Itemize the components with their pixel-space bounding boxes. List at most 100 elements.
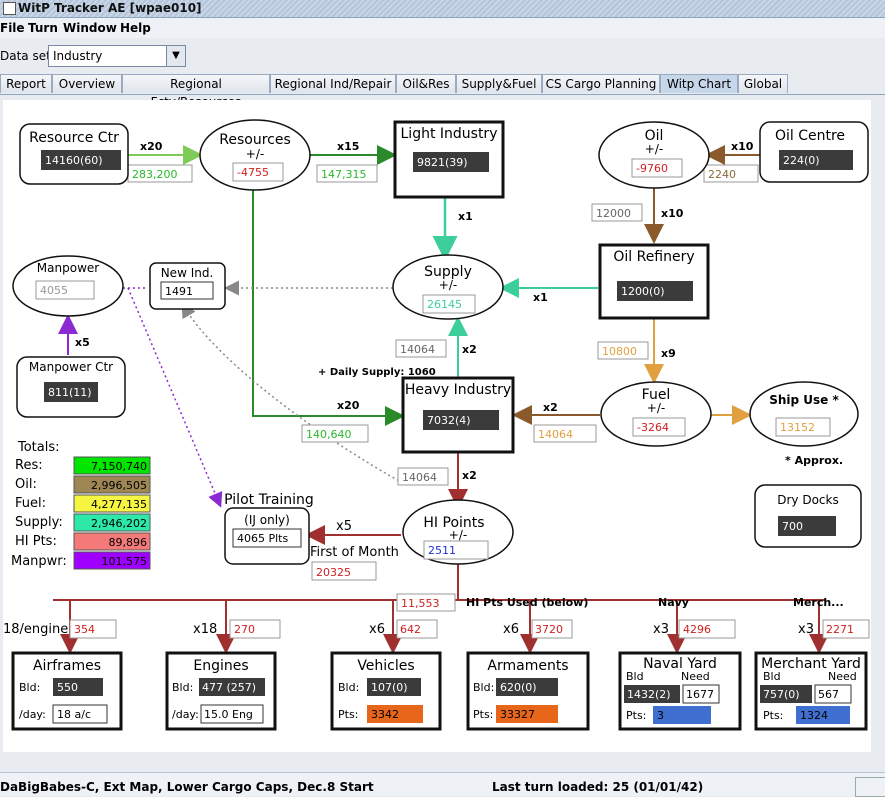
vehicles-used: 642: [400, 623, 421, 636]
tab-supply-fuel[interactable]: Supply&Fuel: [456, 74, 542, 93]
totals-label-hipts: HI Pts:: [15, 534, 57, 549]
totals-panel: Totals: Res: Oil: Fuel: Supply: HI Pts: …: [11, 440, 151, 570]
vehicles-pts: 3342: [371, 708, 399, 721]
naval-yard-need: 1677: [686, 688, 714, 701]
tab-report[interactable]: Report: [0, 74, 52, 93]
airframes-bld: 550: [57, 681, 78, 694]
light-industry-node[interactable]: Light Industry 9821(39): [393, 120, 505, 199]
hi-supply-mult: x2: [462, 343, 477, 356]
merchant-yard-bld-head: Bld: [763, 670, 781, 683]
merchant-yard-title: Merchant Yard: [761, 656, 861, 672]
fuel-hi-mult: x2: [543, 401, 558, 414]
fuel-node[interactable]: Fuel +/- -3264: [600, 381, 712, 447]
oil-refinery-node[interactable]: Oil Refinery 1200(0): [598, 243, 710, 320]
naval-yard-title: Naval Yard: [643, 656, 717, 672]
dataset-select[interactable]: Industry ▼: [48, 45, 186, 67]
approx-note: * Approx.: [785, 454, 843, 467]
oc-oil-mult: x10: [731, 140, 754, 153]
menu-bar: File Turn Window Help: [0, 18, 885, 38]
armaments-pts: 33327: [500, 708, 535, 721]
merchant-yard-mult: x3: [798, 622, 814, 637]
oil-value: -9760: [636, 162, 668, 175]
merchant-yard-used: 2271: [826, 623, 854, 636]
oc-oil-val: 2240: [708, 168, 736, 181]
tab-global[interactable]: Global: [738, 74, 788, 93]
fuel-title: Fuel: [642, 387, 671, 403]
armaments-bld-label: Bld:: [473, 681, 494, 694]
menu-file[interactable]: File: [0, 21, 25, 35]
heavy-industry-title: Heavy Industry: [405, 382, 511, 398]
resources-sub: +/-: [246, 147, 264, 161]
oil-centre-node[interactable]: Oil Centre 224(0): [759, 121, 869, 183]
resource-ctr-title: Resource Ctr: [29, 130, 119, 146]
totals-label-manpwr: Manpwr:: [11, 554, 67, 569]
res-li-mult: x15: [337, 140, 359, 153]
tab-witp-chart[interactable]: Witp Chart: [660, 74, 738, 93]
oil-sub: +/-: [645, 142, 663, 156]
dry-docks-node[interactable]: Dry Docks 700: [754, 484, 862, 548]
light-industry-value: 9821(39): [417, 156, 468, 169]
resources-title: Resources: [219, 132, 291, 148]
heavy-industry-value: 7032(4): [427, 414, 471, 427]
supply-sub: +/-: [439, 278, 457, 292]
totals-title: Totals:: [17, 440, 60, 455]
oil-centre-title: Oil Centre: [775, 128, 845, 144]
hi-hip-val: 14064: [402, 471, 437, 484]
armaments-used: 3720: [535, 623, 563, 636]
menu-turn[interactable]: Turn: [28, 21, 58, 35]
airframes-used: 354: [74, 623, 95, 636]
engines-mult: x18: [193, 622, 217, 637]
new-ind-node[interactable]: New Ind. 1491: [149, 262, 226, 310]
menu-window[interactable]: Window: [63, 21, 117, 35]
dataset-label: Data set:: [0, 49, 55, 63]
vehicles-bld-label: Bld:: [338, 681, 359, 694]
vehicles-title: Vehicles: [357, 658, 414, 674]
manpower-ctr-node[interactable]: Manpower Ctr 811(11): [16, 356, 126, 418]
ship-use-value: 13152: [780, 421, 815, 434]
resources-node[interactable]: Resources +/- -4755: [199, 119, 311, 191]
armaments-bld: 620(0): [500, 681, 537, 694]
tab-overview[interactable]: Overview: [52, 74, 122, 93]
vehicles-bld: 107(0): [371, 681, 408, 694]
fuel-hi-val: 14064: [538, 428, 573, 441]
tab-regional-ind[interactable]: Regional Ind/Repair: [270, 74, 396, 93]
merchant-yard-pts: 1324: [800, 709, 828, 722]
pilot-training-node[interactable]: Pilot Training (IJ only) 4065 Plts: [224, 492, 314, 565]
res-hi-val: 140,640: [306, 428, 352, 441]
oil-ref-mult: x10: [661, 207, 684, 220]
oil-centre-value: 224(0): [783, 154, 820, 167]
tab-regional-fcty[interactable]: Regional Fcty/Resources: [122, 74, 270, 109]
menu-help[interactable]: Help: [120, 21, 151, 35]
manpower-ctr-value: 811(11): [48, 386, 92, 399]
engines-title: Engines: [193, 658, 248, 674]
supply-title: Supply: [424, 264, 472, 280]
vehicles-pts-label: Pts:: [338, 708, 358, 721]
totals-value-manpwr: 101,575: [102, 555, 148, 568]
rc-res-val: 283,200: [132, 168, 178, 181]
manpower-node[interactable]: Manpower 4055: [12, 255, 124, 317]
chevron-down-icon[interactable]: ▼: [166, 46, 185, 66]
totals-label-oil: Oil:: [15, 477, 37, 492]
oil-refinery-title: Oil Refinery: [613, 249, 694, 265]
tab-cs-cargo[interactable]: CS Cargo Planning: [542, 74, 660, 93]
engines-group: x18 270 Engines Bld: 477 (257) /day: 15.…: [165, 619, 281, 731]
ship-use-node[interactable]: Ship Use * 13152: [749, 381, 859, 447]
tab-oil-res[interactable]: Oil&Res: [396, 74, 456, 93]
dataset-value: Industry: [53, 49, 103, 63]
manpower-ctr-title: Manpower Ctr: [29, 360, 113, 374]
naval-yard-bld-head: Bld: [626, 670, 644, 683]
heavy-industry-node[interactable]: Heavy Industry 7032(4): [401, 376, 515, 454]
oil-node[interactable]: Oil +/- -9760: [598, 121, 710, 189]
first-of-month: First of Month: [310, 545, 399, 560]
ref-fuel-val: 10800: [602, 345, 637, 358]
airframes-group: 18/engine 354 Airframes Bld: 550 /day: 1…: [3, 619, 123, 731]
hi-points-node[interactable]: HI Points +/- 2511: [402, 499, 514, 565]
resource-ctr-value: 14160(60): [45, 154, 103, 167]
supply-node[interactable]: Supply +/- 26145: [392, 254, 504, 320]
resource-ctr-node[interactable]: Resource Ctr 14160(60): [19, 123, 129, 185]
res-hi-mult: x20: [337, 399, 360, 412]
li-supply-mult: x1: [458, 210, 473, 223]
window-title: WitP Tracker AE [wpae010]: [18, 1, 202, 15]
pilot-training-title: Pilot Training: [224, 492, 314, 508]
totals-value-supply: 2,946,202: [91, 517, 147, 530]
